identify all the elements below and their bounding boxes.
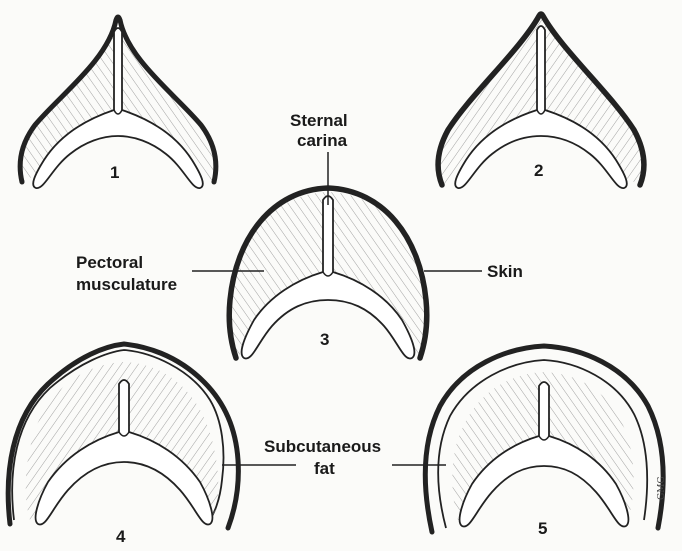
panel-number-5: 5	[538, 519, 547, 538]
panel-1: 1	[20, 17, 216, 188]
label-sternal-carina-line2: carina	[297, 131, 348, 150]
label-skin: Skin	[487, 262, 523, 281]
panel-number-1: 1	[110, 163, 119, 182]
panel-5: 5	[425, 346, 663, 538]
panel-number-2: 2	[534, 161, 543, 180]
panel-number-3: 3	[320, 330, 329, 349]
label-pectoral-line1: Pectoral	[76, 253, 143, 272]
label-pectoral-line2: musculature	[76, 275, 177, 294]
panel-4: 4	[8, 344, 238, 546]
artist-signature: GMG	[657, 476, 667, 500]
label-subcutaneous-line1: Subcutaneous	[264, 437, 381, 456]
panel-2: 2	[438, 14, 644, 188]
panel-3: 3	[229, 188, 427, 359]
label-subcutaneous-line2: fat	[314, 459, 335, 478]
label-sternal-carina-line1: Sternal	[290, 111, 348, 130]
panel-number-4: 4	[116, 527, 126, 546]
